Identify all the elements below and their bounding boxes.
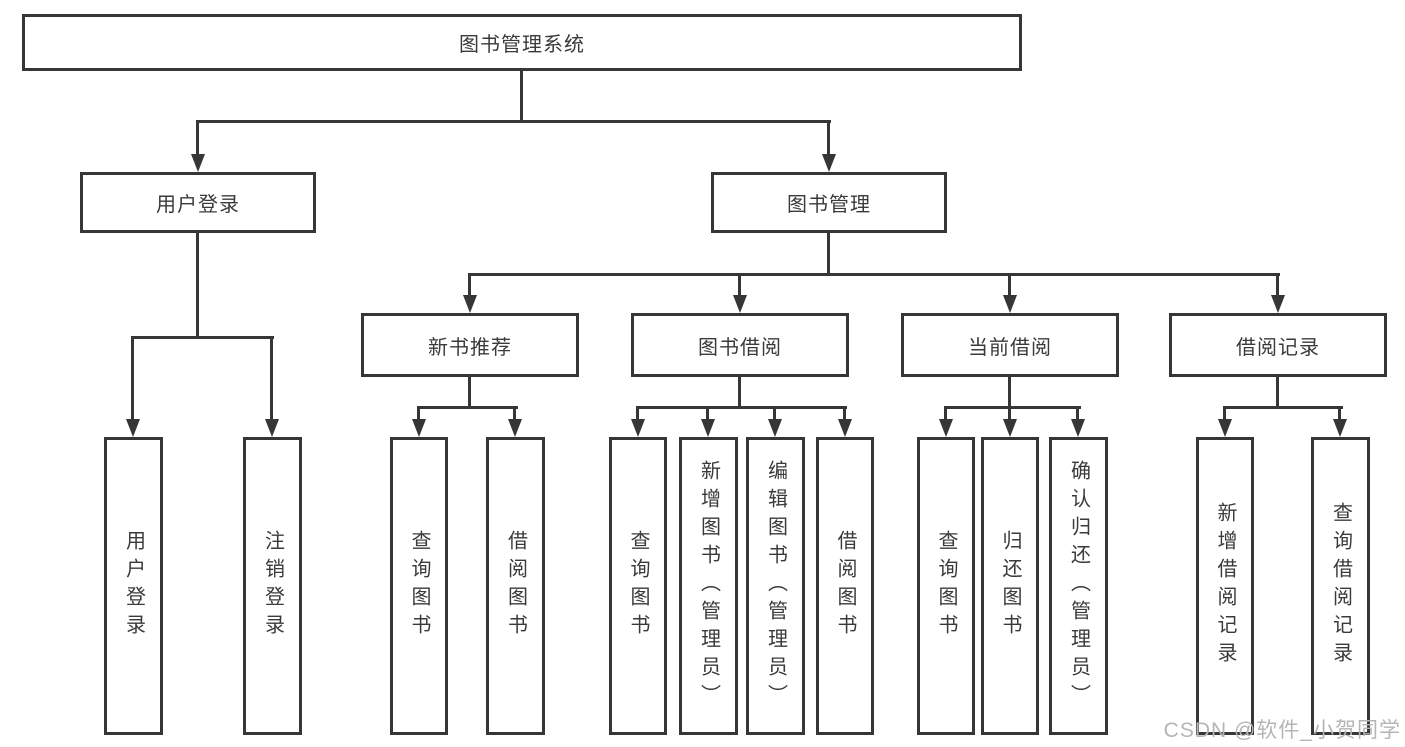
leaf-label: 归还图书 [999, 530, 1021, 642]
connector-stem-leaf [843, 406, 846, 420]
node-label: 图书管理 [787, 194, 871, 216]
connector-stem-leaf [270, 336, 273, 420]
node-label: 用户登录 [156, 194, 240, 216]
connector-user-login-rail [131, 336, 274, 339]
leaf-edit-books-admin: 编辑图书（管理员） [746, 437, 805, 735]
connector-stem-leaf [706, 406, 709, 420]
leaf-label: 新增借阅记录 [1214, 502, 1236, 670]
leaf-label: 注销登录 [261, 530, 284, 642]
connector-stem-leaf [1338, 406, 1341, 420]
connector-stem-leaf [417, 406, 420, 420]
leaf-label: 查询图书 [408, 530, 430, 642]
leaf-label: 借阅图书 [504, 530, 527, 642]
node-label: 新书推荐 [428, 336, 512, 359]
connector-stem-current-borrow [1008, 273, 1011, 296]
arrowhead-down-icon [1333, 419, 1347, 437]
leaf-return-books: 归还图书 [981, 437, 1039, 735]
connector-stem-new-book [468, 273, 471, 296]
leaf-add-books-admin: 新增图书（管理员） [679, 437, 738, 735]
connector-stem-book-borrow [738, 273, 741, 296]
node-book-management: 图书管理 [711, 172, 947, 233]
arrowhead-down-icon [768, 419, 782, 437]
connector-group-stem [1276, 377, 1279, 406]
arrowhead-down-icon [1071, 419, 1085, 437]
arrowhead-down-icon [838, 419, 852, 437]
node-new-book-recommendation: 新书推荐 [361, 313, 579, 377]
leaf-label: 用户登录 [122, 530, 145, 642]
leaf-borrow-books-recommend: 借阅图书 [486, 437, 545, 735]
leaf-query-books-borrowing: 查询图书 [609, 437, 667, 735]
leaf-borrow-books: 借阅图书 [816, 437, 874, 735]
connector-stem-book-management [827, 120, 830, 155]
connector-stem-leaf [131, 336, 134, 420]
node-book-borrowing: 图书借阅 [631, 313, 849, 377]
connector-user-login-stem [196, 233, 199, 336]
arrowhead-down-icon [701, 419, 715, 437]
connector-stem-borrow-records [1276, 273, 1279, 296]
connector-group-rail [944, 406, 1081, 409]
arrowhead-down-icon [1003, 295, 1017, 313]
arrowhead-down-icon [265, 419, 279, 437]
connector-stem-leaf [1223, 406, 1226, 420]
leaf-label: 查询借阅记录 [1329, 502, 1352, 670]
arrowhead-down-icon [508, 419, 522, 437]
connector-stem-user-login [196, 120, 199, 155]
connector-group-stem [1008, 377, 1011, 406]
leaf-label: 查询图书 [627, 530, 649, 642]
connector-stem-leaf [944, 406, 947, 420]
connector-book-management-stem [827, 233, 830, 273]
node-library-management-system: 图书管理系统 [22, 14, 1022, 71]
node-label: 借阅记录 [1236, 336, 1320, 359]
connector-level1-rail [196, 120, 831, 123]
arrowhead-down-icon [191, 154, 205, 172]
node-user-login: 用户登录 [80, 172, 316, 233]
node-label: 图书管理系统 [459, 34, 585, 56]
arrowhead-down-icon [463, 295, 477, 313]
csdn-watermark: CSDN @软件_小贺同学 [1163, 719, 1401, 742]
node-borrowing-records: 借阅记录 [1169, 313, 1387, 377]
node-label: 当前借阅 [968, 336, 1052, 359]
leaf-label: 借阅图书 [834, 530, 856, 642]
leaf-label: 新增图书（管理员） [697, 460, 720, 712]
leaf-user-login: 用户登录 [104, 437, 163, 735]
connector-group-rail [636, 406, 847, 409]
arrowhead-down-icon [939, 419, 953, 437]
connector-root-stem [520, 70, 523, 120]
arrowhead-down-icon [631, 419, 645, 437]
leaf-label: 确认归还（管理员） [1067, 460, 1090, 712]
arrowhead-down-icon [412, 419, 426, 437]
leaf-label: 编辑图书（管理员） [764, 460, 787, 712]
connector-stem-leaf [773, 406, 776, 420]
connector-stem-leaf [1008, 406, 1011, 420]
connector-stem-leaf [636, 406, 639, 420]
connector-group-stem [468, 377, 471, 406]
connector-group-rail [417, 406, 518, 409]
leaf-query-books-recommend: 查询图书 [390, 437, 448, 735]
arrowhead-down-icon [1218, 419, 1232, 437]
leaf-logout: 注销登录 [243, 437, 302, 735]
connector-stem-leaf [1076, 406, 1079, 420]
leaf-confirm-return-admin: 确认归还（管理员） [1049, 437, 1108, 735]
leaf-label: 查询图书 [935, 530, 957, 642]
arrowhead-down-icon [126, 419, 140, 437]
connector-group-stem [738, 377, 741, 406]
arrowhead-down-icon [822, 154, 836, 172]
node-label: 图书借阅 [698, 336, 782, 359]
arrowhead-down-icon [1271, 295, 1285, 313]
leaf-add-borrow-record: 新增借阅记录 [1196, 437, 1254, 735]
connector-level3-rail [468, 273, 1280, 276]
connector-stem-leaf [513, 406, 516, 420]
arrowhead-down-icon [733, 295, 747, 313]
leaf-query-borrow-record: 查询借阅记录 [1311, 437, 1370, 735]
connector-group-rail [1223, 406, 1343, 409]
leaf-query-books-current: 查询图书 [917, 437, 975, 735]
node-current-borrowing: 当前借阅 [901, 313, 1119, 377]
arrowhead-down-icon [1003, 419, 1017, 437]
